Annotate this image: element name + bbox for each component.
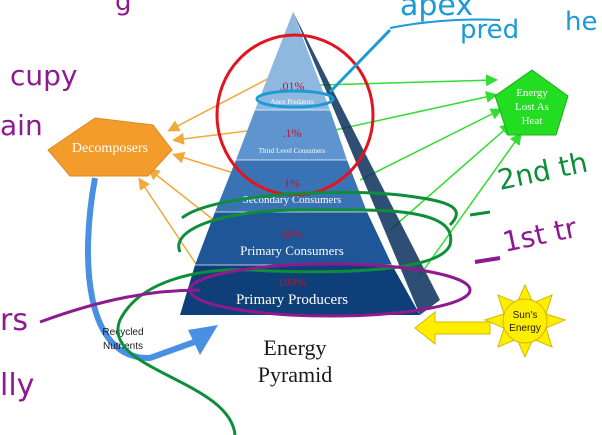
annotation-apex: apex — [400, 0, 473, 23]
pyramid-side-face — [293, 12, 440, 315]
tier-primary-producers — [180, 265, 420, 315]
annotation-occupy: cupy — [10, 59, 77, 92]
tier-1-name: Apex Predators — [270, 98, 314, 106]
purple-dash-annotation — [474, 256, 501, 264]
tier-4-percent: 10% — [281, 227, 303, 241]
tier-5-percent: 100% — [278, 275, 306, 289]
heat-arrows — [319, 74, 522, 276]
purple-pointer-line — [39, 288, 201, 324]
annotation-he: he — [565, 7, 597, 37]
blue-circle-annotation — [255, 89, 335, 109]
tier-5-name: Primary Producers — [236, 292, 348, 308]
sun-label-line2: Energy — [509, 323, 541, 334]
tier-2-name: Third Level Consumers — [259, 147, 326, 155]
tier-primary-consumers — [195, 212, 392, 265]
sun-icon — [483, 283, 567, 359]
green-loop-upper — [181, 190, 458, 227]
annotation-first: 1st tr — [500, 211, 580, 259]
tier-third-level — [236, 110, 347, 160]
annotation-lly: lly — [0, 368, 34, 403]
energy-lost-heat-shape — [494, 69, 569, 136]
decomposer-arrows — [138, 74, 276, 271]
recycled-line1: Recycled — [102, 327, 143, 338]
energy-lost-line2: Lost As — [515, 101, 549, 113]
annotation-top-left: g — [115, 0, 132, 17]
green-dash-annotation — [469, 210, 491, 217]
green-loop-annotation — [116, 208, 453, 435]
tier-4-name: Primary Consumers — [240, 243, 344, 258]
tier-3-percent: 1% — [284, 176, 300, 190]
title-line-1: Energy — [263, 335, 326, 360]
tier-1-percent: .01% — [280, 79, 305, 93]
sun-energy-arrow — [414, 310, 491, 346]
annotation-chain: ain — [0, 109, 43, 142]
sun-label-line1: Sun's — [513, 310, 538, 321]
decomposers-label: Decomposers — [72, 141, 148, 156]
annotation-second: 2nd th — [495, 146, 591, 197]
blue-underline-annotation — [389, 18, 501, 29]
title-line-2: Pyramid — [258, 362, 333, 387]
annotation-pred: pred — [460, 15, 519, 45]
energy-lost-line1: Energy — [516, 87, 548, 99]
blue-pointer-line — [328, 28, 392, 94]
tier-apex-predators — [255, 12, 330, 110]
tier-2-percent: .1% — [283, 126, 302, 140]
annotation-rs: rs — [0, 303, 28, 338]
energy-lost-line3: Heat — [522, 115, 543, 127]
recycled-nutrients-arrowhead — [188, 325, 218, 355]
decomposers-shape — [47, 117, 173, 177]
